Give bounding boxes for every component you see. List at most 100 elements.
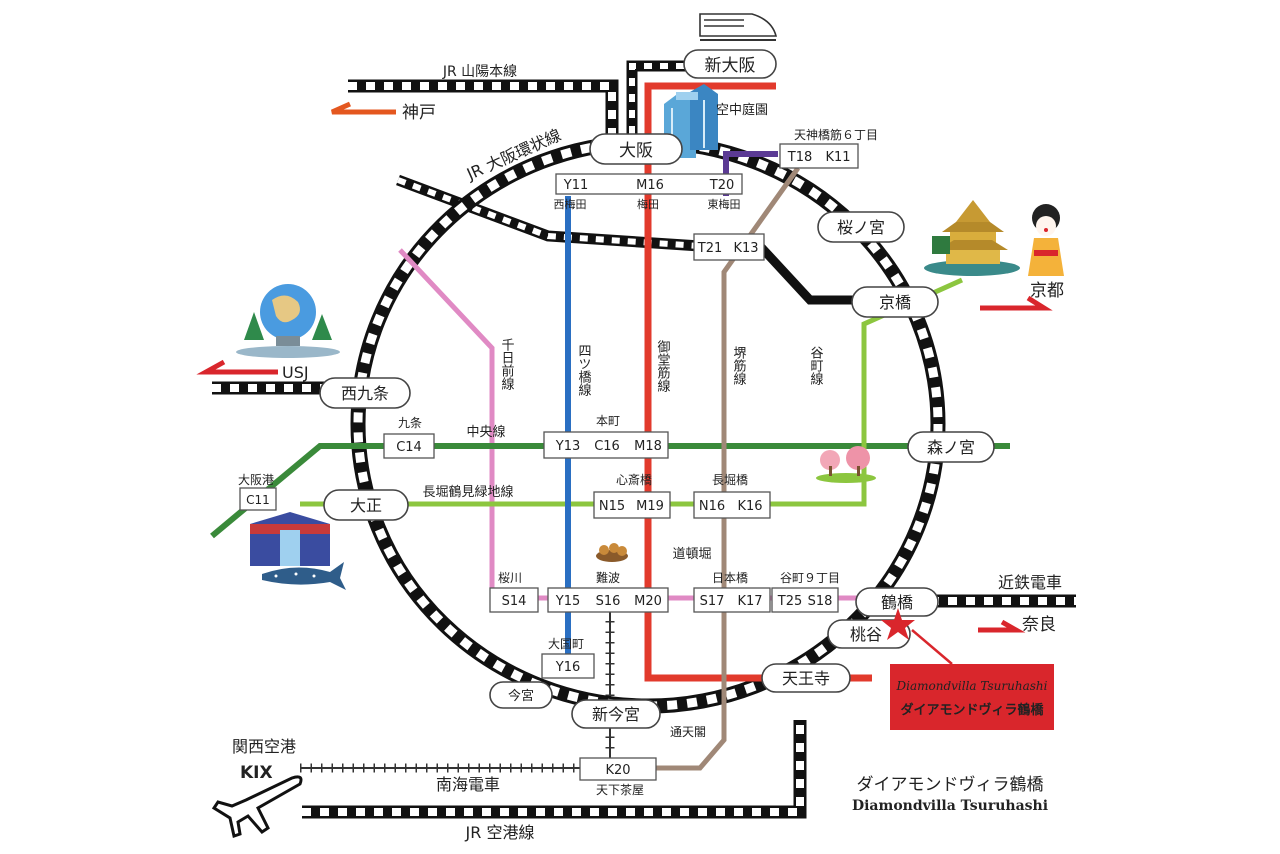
- subway-tenjinbashi[interactable]: 天神橋筋６丁目 T18 K11: [779, 127, 878, 169]
- label-chuo-sen: 中央線: [466, 424, 505, 440]
- station-shin-imamiya[interactable]: 新今宮: [571, 699, 661, 729]
- svg-text:M20: M20: [634, 594, 662, 609]
- midosuji-line: [644, 82, 872, 682]
- sakura-icon: [816, 446, 876, 483]
- svg-text:S17: S17: [700, 594, 725, 609]
- svg-text:Y16: Y16: [555, 660, 580, 675]
- jr-branch-kyobashi: [756, 242, 860, 305]
- subway-daikokucho[interactable]: 大国町 Y16: [541, 637, 595, 679]
- label-tsutenkaku: 通天閣: [670, 725, 706, 739]
- label-kix: KIX: [240, 763, 273, 783]
- globe-icon: [236, 284, 340, 358]
- svg-text:T18: T18: [787, 150, 812, 165]
- subway-sakuragawa[interactable]: 桜川 S14: [489, 571, 539, 613]
- station-shin-osaka[interactable]: 新大阪: [683, 49, 777, 79]
- svg-text:M19: M19: [636, 499, 664, 514]
- subway-tengachaya[interactable]: K20 天下茶屋: [579, 757, 657, 797]
- label-tanimachi-sen: 谷町線: [808, 346, 824, 385]
- whale-shark-icon: [262, 562, 346, 590]
- label-kyoto: 京都: [1030, 281, 1064, 301]
- svg-text:K17: K17: [737, 594, 762, 609]
- subway-kujo[interactable]: 九条 C14: [383, 416, 435, 459]
- svg-text:C14: C14: [396, 440, 422, 455]
- label-kuchu: 空中庭園: [716, 102, 768, 118]
- label-nara: 奈良: [1022, 615, 1056, 635]
- svg-text:桃谷: 桃谷: [850, 625, 882, 644]
- takoyaki-icon: [596, 543, 628, 562]
- label-sennichimae-sen: 千日前線: [499, 338, 515, 390]
- label-kix-jp: 関西空港: [232, 737, 296, 756]
- svg-text:西九条: 西九条: [341, 384, 389, 403]
- label-kobe: 神戸: [402, 103, 436, 123]
- svg-text:森ノ宮: 森ノ宮: [927, 438, 975, 457]
- svg-text:N15: N15: [599, 499, 625, 514]
- svg-text:谷町９丁目: 谷町９丁目: [780, 571, 840, 585]
- svg-text:K16: K16: [737, 499, 762, 514]
- station-momodani[interactable]: 桃谷: [827, 619, 911, 649]
- sennichimae-line: [398, 248, 890, 601]
- shinkansen-icon: [699, 13, 778, 41]
- subway-namba[interactable]: 難波 Y15 S16 M20: [547, 570, 669, 613]
- svg-text:梅田: 梅田: [637, 197, 659, 211]
- svg-text:Y15: Y15: [555, 594, 580, 609]
- svg-text:桜ノ宮: 桜ノ宮: [837, 218, 885, 237]
- svg-text:京橋: 京橋: [879, 293, 911, 312]
- svg-text:今宮: 今宮: [508, 688, 534, 704]
- svg-text:天下茶屋: 天下茶屋: [596, 782, 644, 797]
- svg-text:心斎橋: 心斎橋: [616, 472, 652, 487]
- station-imamiya[interactable]: 今宮: [489, 681, 553, 709]
- svg-text:東梅田: 東梅田: [708, 197, 741, 211]
- svg-text:Y11: Y11: [563, 178, 588, 193]
- diamondvilla-badge[interactable]: Diamondvilla Tsuruhashi ダイアモンドヴィラ鶴橋: [890, 664, 1054, 730]
- svg-text:ダイアモンドヴィラ鶴橋: ダイアモンドヴィラ鶴橋: [900, 702, 1044, 718]
- svg-text:T20: T20: [709, 178, 734, 193]
- svg-text:Diamondvilla Tsuruhashi: Diamondvilla Tsuruhashi: [896, 679, 1048, 693]
- subway-shinsaibashi[interactable]: 心斎橋 N15 M19: [593, 472, 671, 519]
- svg-text:C11: C11: [246, 493, 270, 507]
- label-nagahori-sen: 長堀鶴見緑地線: [422, 484, 513, 500]
- subway-nipponbashi[interactable]: 日本橋 S17 K17: [693, 571, 771, 613]
- svg-text:九条: 九条: [398, 416, 422, 430]
- station-kyobashi[interactable]: 京橋: [851, 286, 939, 318]
- svg-text:T25: T25: [777, 594, 802, 609]
- station-nishikujo[interactable]: 西九条: [319, 377, 411, 409]
- svg-text:N16: N16: [699, 499, 725, 514]
- subway-honmachi[interactable]: 本町 Y13 C16 M18: [543, 414, 669, 459]
- station-sakuranomiya[interactable]: 桜ノ宮: [817, 211, 905, 243]
- svg-text:S14: S14: [502, 594, 527, 609]
- svg-text:桜川: 桜川: [498, 571, 522, 585]
- svg-text:S18: S18: [808, 594, 833, 609]
- label-kintetsu: 近鉄電車: [998, 573, 1062, 592]
- svg-text:K13: K13: [733, 241, 758, 256]
- temple-icon: [924, 200, 1020, 276]
- station-morinomiya[interactable]: 森ノ宮: [907, 431, 995, 463]
- subway-osakako[interactable]: 大阪港 C11: [238, 473, 277, 511]
- svg-text:鶴橋: 鶴橋: [881, 593, 913, 612]
- svg-text:Y13: Y13: [555, 439, 580, 454]
- svg-text:天王寺: 天王寺: [782, 669, 830, 688]
- svg-text:日本橋: 日本橋: [712, 571, 748, 585]
- station-taisho[interactable]: 大正: [323, 489, 409, 521]
- jr-kuko-line: [302, 720, 807, 819]
- svg-text:大国町: 大国町: [548, 637, 584, 651]
- label-usj: USJ: [282, 363, 309, 382]
- svg-text:大阪: 大阪: [619, 141, 653, 161]
- subway-nagahoribashi[interactable]: 長堀橋 N16 K16: [693, 472, 771, 519]
- label-dotonbori: 道頓堀: [672, 547, 711, 562]
- svg-text:K11: K11: [825, 150, 850, 165]
- label-midosuji-sen: 御堂筋線: [655, 340, 671, 392]
- station-osaka[interactable]: 大阪: [589, 133, 683, 165]
- subway-tanimachi9[interactable]: 谷町９丁目 T25 S18: [771, 571, 840, 613]
- station-tsuruhashi[interactable]: 鶴橋: [855, 587, 939, 617]
- aquarium-icon: [250, 512, 330, 566]
- subway-umeda[interactable]: Y11 M16 T20 西梅田 梅田 東梅田: [554, 173, 743, 211]
- station-tennoji[interactable]: 天王寺: [761, 663, 851, 693]
- subway-minamimorimachi[interactable]: T21 K13: [693, 233, 765, 261]
- label-yotsubashi-sen: 四ツ橋線: [576, 344, 592, 396]
- svg-text:本町: 本町: [596, 414, 620, 428]
- svg-text:M18: M18: [634, 439, 662, 454]
- svg-text:K20: K20: [605, 763, 630, 778]
- label-sanyo: JR 山陽本線: [442, 64, 517, 80]
